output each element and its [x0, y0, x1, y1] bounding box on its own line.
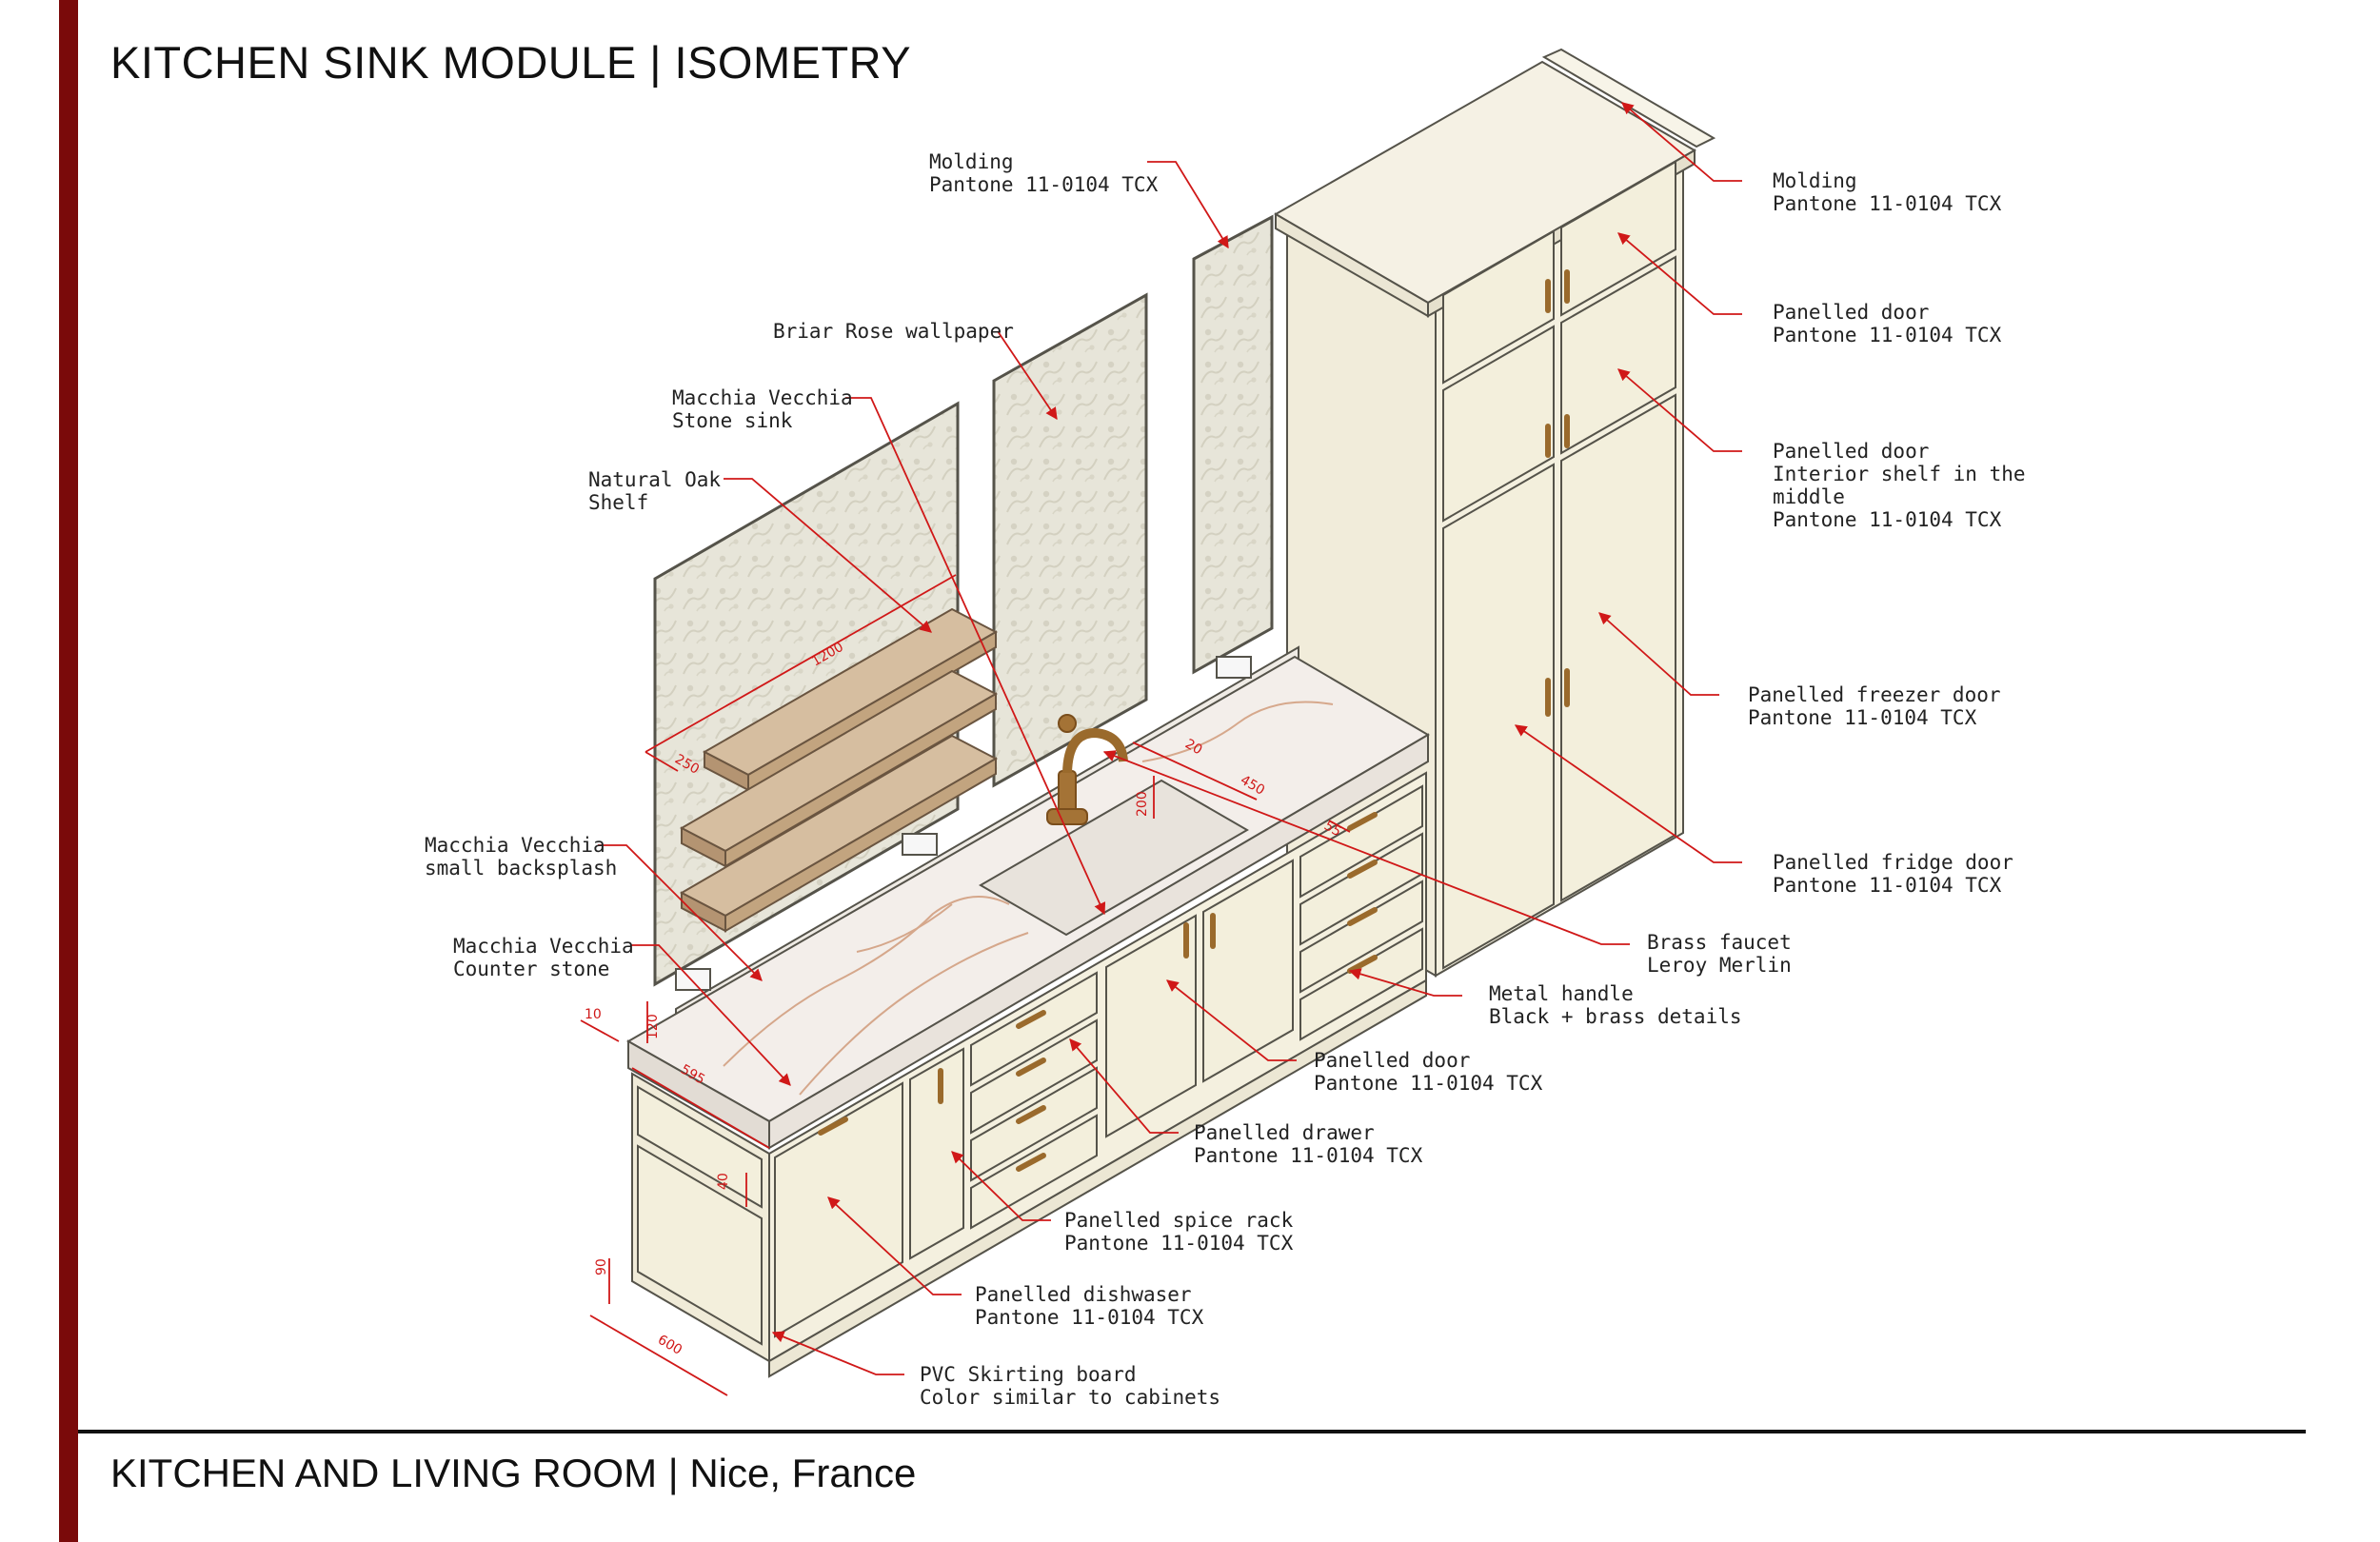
tall-cabinet-door [1442, 229, 1555, 385]
leader-counter-stone [630, 944, 791, 1086]
tall-cabinet-door [1442, 325, 1555, 523]
dim-label: 120 [645, 1014, 661, 1039]
dim-label: 55 [1321, 819, 1343, 840]
dim-label: 600 [655, 1333, 684, 1358]
leader-oak-shelf [724, 478, 932, 633]
spice-rack-door [909, 1047, 964, 1260]
marble-veins [723, 701, 1334, 1096]
dimension-lines [580, 574, 1351, 1396]
skirting-board [768, 979, 1427, 1378]
leader-backsplash [598, 844, 763, 981]
freezer-door [1442, 463, 1555, 970]
tall-cabinet-door [1560, 255, 1676, 455]
base-handles [818, 812, 1378, 1172]
molding-cap [1541, 48, 1716, 148]
footer-divider [78, 1430, 2306, 1433]
leader-molding-right [1621, 102, 1742, 182]
drawer [1299, 880, 1423, 994]
wallpaper-panel-middle [992, 292, 1148, 788]
dim-label: 90 [594, 1258, 609, 1275]
leader-lines [598, 102, 1742, 1375]
leader-wallpaper [997, 330, 1058, 421]
stone-sink [979, 779, 1249, 937]
dim-label: 10 [585, 1007, 602, 1022]
leader-fridge [1514, 724, 1742, 863]
sheet-title: KITCHEN SINK MODULE | ISOMETRY [110, 37, 912, 88]
drawer [970, 1066, 1098, 1182]
project-footer: KITCHEN AND LIVING ROOM | Nice, France [110, 1451, 917, 1495]
oak-shelves [679, 607, 999, 933]
dim-label: 200 [1135, 791, 1150, 817]
drawer [1299, 832, 1423, 946]
leader-skirting [771, 1331, 904, 1375]
dim-label: 40 [716, 1173, 731, 1190]
drawer [1299, 927, 1423, 1041]
dishwasher-panel [774, 1081, 903, 1338]
sink-door [1105, 914, 1197, 1138]
leader-door-middle [1617, 368, 1742, 452]
leader-spice-rack [951, 1151, 1051, 1221]
drawer [970, 1018, 1098, 1135]
leader-door-top [1617, 232, 1742, 315]
tall-cabinet [1273, 48, 1716, 978]
leader-freezer [1598, 612, 1719, 696]
dim-label: 20 [1182, 737, 1204, 759]
drawer [1299, 784, 1423, 899]
brass-faucet [1046, 714, 1128, 825]
leader-molding-left [1147, 161, 1229, 249]
callout-wallpaper: Briar Rose wallpaper [773, 320, 1014, 343]
base-cabinets [625, 655, 1430, 1378]
accent-bar [59, 0, 78, 1542]
leader-metal-handle [1348, 968, 1462, 997]
leader-stone-sink [845, 397, 1106, 916]
leader-dishwasher [827, 1196, 962, 1295]
drawer [970, 971, 1098, 1087]
tall-cabinet-handles [1545, 269, 1570, 717]
wallpaper-panel-right [1192, 214, 1274, 675]
leader-drawer [1069, 1038, 1179, 1134]
fridge-door [1560, 393, 1676, 902]
electrical-outlets [675, 656, 1252, 991]
leader-panelled-door [1166, 979, 1297, 1061]
leader-faucet [1102, 750, 1630, 945]
